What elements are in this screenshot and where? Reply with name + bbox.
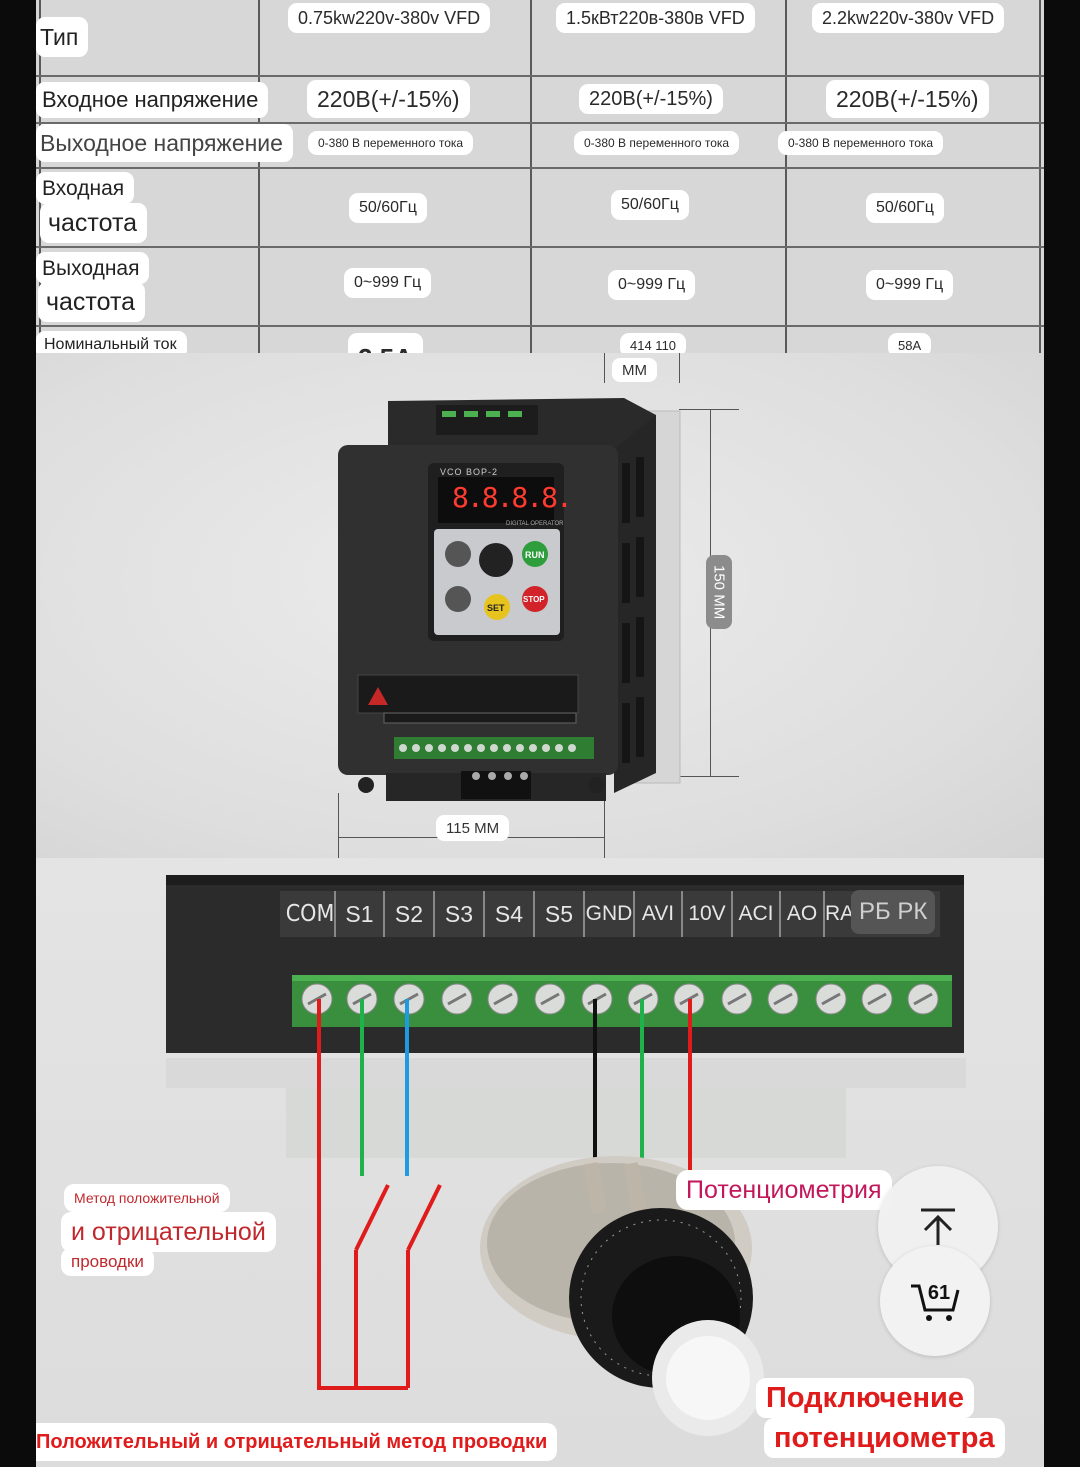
cell-output-freq-1: 0~999 Гц [608,270,696,300]
cell-type-0: 0.75kw220v-380v VFD [288,3,491,33]
cart-button[interactable]: 61 [880,1246,990,1356]
dimension-line [604,353,605,383]
terminal-avi: AVI [635,891,683,937]
table-col-divider [258,0,260,353]
table-col-divider [530,0,532,353]
cell-input-voltage-1: 220В(+/-15%) [579,84,723,114]
cart-count: 61 [927,1282,951,1304]
cell-input-voltage-0: 220В(+/-15%) [307,80,470,118]
row-label-output-freq-1: Выходная [36,252,150,284]
cell-rated-current-2: 58A [888,333,932,353]
cell-type-2: 2.2kw220v-380v VFD [812,3,1005,33]
terminal-com: COM [286,891,336,937]
terminal-s2: S2 [385,891,435,937]
arrow-up-to-top-icon [921,1208,955,1245]
row-label-output-voltage: Выходное напряжение [36,124,293,162]
table-border [1039,0,1041,353]
cell-output-freq-0: 0~999 Гц [344,268,432,298]
cell-rated-current-1: 414 110 [620,333,687,353]
bottom-caption: Положительный и отрицательный метод пров… [36,1423,558,1461]
terminal-s3: S3 [435,891,485,937]
wiring-illustration [166,875,966,1436]
wiring-diagram: COM S1 S2 S3 S4 S5 GND AVI 10V ACI AO RA… [36,858,1044,1467]
device-model-label: VCO BOP-2 [440,467,499,477]
cell-output-voltage-0: 0-380 В переменного тока [308,131,474,155]
cell-input-freq-1: 50/60Гц [611,190,689,220]
row-label-type: Тип [36,17,89,57]
page-frame: Тип 0.75kw220v-380v VFD 1.5кВт220в-380в … [36,0,1044,1467]
width-dimension-label: 115 MM [436,815,510,841]
cell-input-freq-0: 50/60Гц [349,193,427,223]
table-row-divider [36,246,1044,248]
connection-caption-2: потенциометра [764,1418,1005,1458]
dimension-line [338,793,339,858]
method-caption-3: проводки [61,1248,154,1276]
cell-output-voltage-2: 0-380 В переменного тока [778,131,944,155]
row-label-rated-current: Номинальный ток [36,331,187,353]
row-label-input-voltage: Входное напряжение [36,82,269,118]
terminal-s4: S4 [485,891,535,937]
terminal-s5: S5 [535,891,585,937]
terminal-ao: AO [781,891,825,937]
dimension-line [679,776,739,777]
potentiometer-label: Потенциометрия [676,1170,892,1210]
device-display: 8.8.8.8. [452,481,573,514]
spec-table: Тип 0.75kw220v-380v VFD 1.5кВт220в-380в … [36,0,1044,353]
vfd-device-illustration [338,398,681,801]
terminal-labels: COM S1 S2 S3 S4 S5 GND AVI 10V ACI AO RA [286,891,851,937]
terminal-s1: S1 [336,891,385,937]
set-key: SET [487,603,505,613]
dimension-line [604,793,605,858]
method-caption-2: и отрицательной [61,1212,276,1252]
table-row-divider [36,75,1044,77]
dimension-line [679,353,680,383]
overlay-tag: РБ РК [851,890,936,934]
row-label-input-freq-2: частота [40,203,148,243]
cell-input-voltage-2: 220В(+/-15%) [826,80,989,118]
connection-caption-1: Подключение [756,1378,974,1418]
cell-output-freq-2: 0~999 Гц [866,270,954,300]
table-row-divider [36,122,1044,124]
cell-type-1: 1.5кВт220в-380в VFD [556,3,755,33]
row-label-output-freq-2: частота [38,282,146,322]
terminal-10v: 10V [683,891,733,937]
stop-key: STOP [523,595,545,604]
shopping-cart-icon: 61 [909,1280,961,1322]
cell-rated-current-0: 2.5A [348,333,423,353]
method-caption-1: Метод положительной [64,1184,230,1212]
terminal-aci: ACI [733,891,781,937]
height-dimension-label: 150 MM [706,555,732,630]
table-row-divider [36,325,1044,327]
depth-dimension-label: MM [612,358,657,382]
dimension-line [679,409,739,410]
operator-label: DIGITAL OPERATOR [506,521,564,527]
cell-input-freq-2: 50/60Гц [866,193,944,223]
row-label-input-freq-1: Входная [36,172,135,204]
cell-output-voltage-1: 0-380 В переменного тока [574,131,740,155]
table-row-divider [36,167,1044,169]
terminal-gnd: GND [585,891,635,937]
run-key: RUN [525,550,545,560]
terminal-ra: RA [825,902,851,925]
table-col-divider [785,0,787,353]
product-image: MM 150 MM 115 MM [36,353,1044,858]
